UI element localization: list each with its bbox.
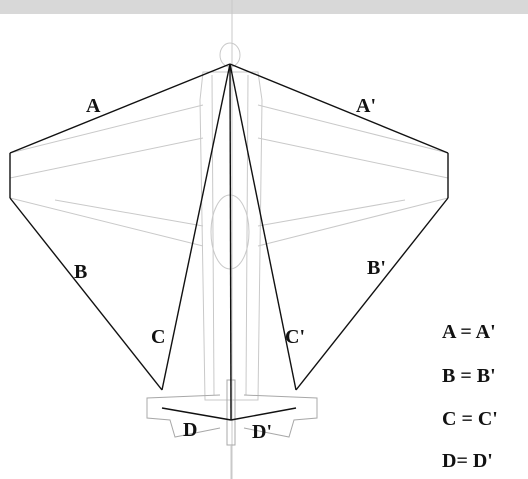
left-tailplane	[146, 394, 221, 438]
right-wing	[257, 104, 449, 247]
label-c: C	[151, 326, 165, 348]
equation-c: C = C'	[442, 408, 498, 430]
brace-d-prime	[230, 407, 297, 421]
label-b-prime: B'	[367, 257, 386, 279]
top-band	[0, 0, 528, 14]
brace-b	[9, 197, 163, 391]
brace-c-prime	[229, 63, 297, 391]
label-a-prime: A'	[356, 95, 376, 117]
right-wing-rib	[257, 199, 406, 227]
right-tailplane	[243, 394, 318, 438]
brace-c	[161, 63, 231, 391]
fuselage	[199, 71, 263, 401]
label-d: D	[183, 419, 197, 441]
left-wing-spar	[9, 137, 204, 179]
nose-spinner	[219, 42, 241, 68]
bracing-wires	[9, 63, 449, 421]
equality-legend: A = A' B = B' C = C' D= D'	[442, 321, 498, 472]
brace-a-prime	[229, 63, 449, 154]
left-wing	[9, 104, 204, 247]
brace-d	[161, 407, 232, 421]
brace-center	[229, 63, 232, 421]
equation-d: D= D'	[442, 450, 493, 472]
fuselage-strake-right	[245, 74, 249, 396]
equation-a: A = A'	[442, 321, 496, 343]
brace-b-prime	[295, 197, 449, 391]
label-b: B	[74, 261, 87, 283]
label-a: A	[86, 95, 101, 117]
right-wing-spar	[257, 137, 449, 179]
label-d-prime: D'	[252, 421, 272, 443]
left-wing-rib	[54, 199, 204, 227]
equation-b: B = B'	[442, 365, 496, 387]
label-c-prime: C'	[285, 326, 305, 348]
fuselage-strake-left	[211, 74, 215, 396]
brace-a	[9, 63, 231, 154]
